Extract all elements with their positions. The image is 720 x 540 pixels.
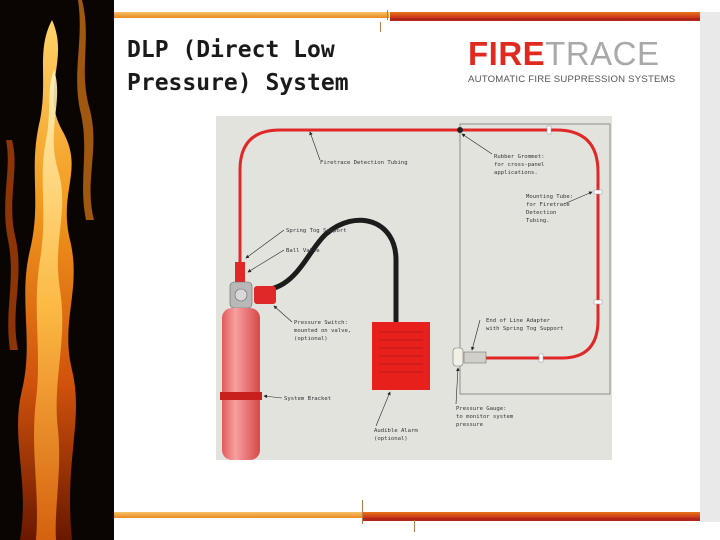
diagram-background xyxy=(216,116,612,460)
dlp-system-diagram: Firetrace Detection Tubing Rubber Gromme… xyxy=(216,116,612,460)
label-spring-tog-support: Spring Tog Support xyxy=(286,228,347,234)
logo-tagline: AUTOMATIC FIRE SUPPRESSION SYSTEMS xyxy=(468,74,676,85)
label-pressure-gauge-line-2: to monitor system xyxy=(456,414,514,420)
mounting-clip-icon xyxy=(593,299,603,305)
label-mounting-tube: Mounting Tube: xyxy=(526,194,573,200)
label-mounting-tube-line-4: Tubing. xyxy=(526,218,550,224)
logo-wordmark: FIRETRACE xyxy=(468,36,690,72)
label-pressure-switch-line-3: (optional) xyxy=(294,336,328,342)
bottom-bar-tick xyxy=(414,520,415,532)
bottom-bar-tick xyxy=(362,500,363,524)
slide-title-line-1: DLP (Direct Low xyxy=(127,37,335,63)
valve-knob xyxy=(234,288,248,302)
label-audible-alarm-line-2: (optional) xyxy=(374,436,408,442)
slide-title: DLP (Direct Low Pressure) System xyxy=(127,34,427,100)
mounting-clip-icon xyxy=(593,189,603,195)
label-pressure-gauge-line-3: pressure xyxy=(456,422,484,428)
slide-title-line-2: Pressure) System xyxy=(127,70,349,96)
label-rubber-grommet-line-3: applications. xyxy=(494,170,538,176)
top-border-bar-accent xyxy=(390,12,700,18)
label-mounting-tube-line-2: for Firetrace xyxy=(526,202,570,208)
logo-trace-text: TRACE xyxy=(545,35,660,72)
label-rubber-grommet: Rubber Grommet: xyxy=(494,154,545,160)
top-bar-tick xyxy=(380,22,381,32)
label-rubber-grommet-line-2: for cross-panel xyxy=(494,162,545,168)
alarm-hose xyxy=(261,217,399,322)
label-system-bracket: System Bracket xyxy=(284,396,331,402)
right-edge-shade xyxy=(700,12,720,522)
alarm-grille xyxy=(379,331,423,373)
system-bracket-icon xyxy=(220,392,262,400)
end-of-line-adapter-icon xyxy=(463,351,487,364)
label-pressure-gauge: Pressure Gauge: xyxy=(456,406,507,412)
bottom-border-bar-accent xyxy=(363,512,700,518)
cabinet-outline xyxy=(459,123,611,395)
label-pressure-switch-line-2: mounted on valve, xyxy=(294,328,351,334)
label-ball-valve: Ball Valve xyxy=(286,248,320,254)
top-border-bar xyxy=(114,12,389,18)
label-mounting-tube-line-3: Detection xyxy=(526,210,556,216)
label-pressure-switch: Pressure Switch: xyxy=(294,320,348,326)
label-end-of-line-adapter: End of Line Adapter xyxy=(486,318,551,324)
top-bar-tick xyxy=(387,10,388,20)
label-audible-alarm: Audible Alarm xyxy=(374,428,418,434)
bottom-border-bar xyxy=(114,512,362,518)
mounting-clip-icon xyxy=(546,125,552,135)
top-border-bar-red xyxy=(390,18,700,21)
extinguisher-cylinder xyxy=(222,308,260,460)
bottom-border-bar-red xyxy=(363,518,700,521)
mounting-clip-icon xyxy=(538,353,544,363)
pressure-switch-icon xyxy=(254,286,276,304)
firetrace-logo: FIRETRACE AUTOMATIC FIRE SUPPRESSION SYS… xyxy=(468,36,690,92)
ball-valve-icon xyxy=(235,262,245,282)
flame-background-image xyxy=(0,0,114,540)
label-detection-tubing: Firetrace Detection Tubing xyxy=(320,160,408,166)
detection-tubing xyxy=(238,128,600,360)
pressure-gauge-icon xyxy=(452,347,464,367)
logo-fire-text: FIRE xyxy=(468,35,546,72)
rubber-grommet-icon xyxy=(457,127,463,133)
label-end-of-line-adapter-line-2: with Spring Tog Support xyxy=(486,326,563,332)
